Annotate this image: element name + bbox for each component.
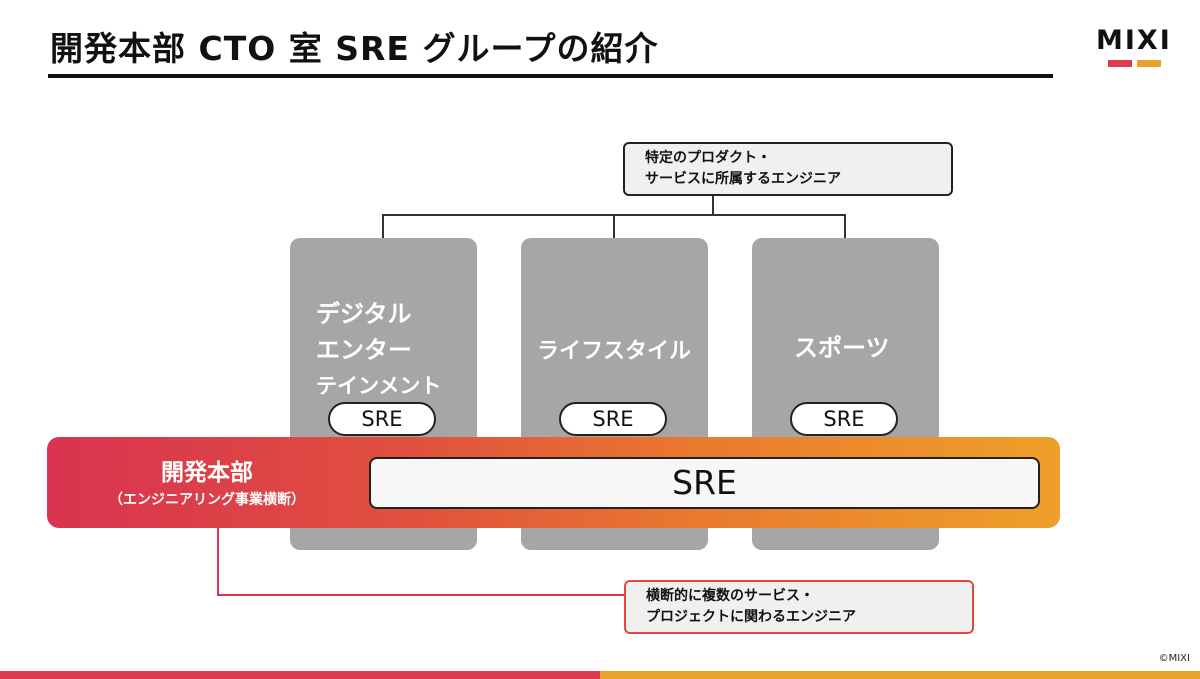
sre-pill: SRE [559, 402, 667, 436]
callout-product-engineers: 特定のプロダクト・ サービスに所属するエンジニア [623, 142, 953, 196]
band-sre-box: SRE [369, 457, 1040, 509]
band-subtitle: （エンジニアリング事業横断） [109, 492, 305, 508]
card-label: ライフスタイル [537, 339, 692, 364]
logo-bar-orange [1137, 60, 1161, 67]
slide-title: 開発本部 CTO 室 SRE グループの紹介 [50, 29, 659, 68]
card-label: スポーツ [794, 334, 890, 362]
sre-pill: SRE [328, 402, 436, 436]
title-rule [48, 74, 1053, 78]
connector-vertical-top [712, 196, 714, 215]
copyright: ©MIXI [1158, 653, 1190, 664]
footer-bar-red [0, 671, 600, 679]
card-label-line: エンター [316, 336, 412, 364]
connector-card-3 [844, 214, 846, 239]
logo-bar-red [1108, 60, 1132, 67]
callout-cross-engineers: 横断的に複数のサービス・ プロジェクトに関わるエンジニア [624, 580, 974, 634]
callout-bottom-line2: プロジェクトに関わるエンジニア [646, 609, 856, 625]
mixi-logo: MIXI [1096, 26, 1176, 67]
sre-pill: SRE [790, 402, 898, 436]
connector-card-1 [382, 214, 384, 239]
card-label-line: テインメント [316, 374, 442, 398]
footer-bar-orange [600, 671, 1200, 679]
connector-card-2 [613, 214, 615, 239]
callout-bottom-line1: 横断的に複数のサービス・ [646, 588, 814, 604]
card-label: デジタル エンター テインメント [316, 296, 441, 404]
connector-band-horizontal [217, 594, 625, 596]
logo-text: MIXI [1096, 25, 1172, 56]
card-label-line: デジタル [316, 300, 412, 328]
dev-division-band: 開発本部 （エンジニアリング事業横断） SRE [47, 437, 1060, 528]
callout-top-line2: サービスに所属するエンジニア [645, 171, 841, 187]
connector-band-vertical [217, 528, 219, 595]
callout-top-line1: 特定のプロダクト・ [645, 150, 771, 166]
band-title: 開発本部 [161, 460, 253, 486]
